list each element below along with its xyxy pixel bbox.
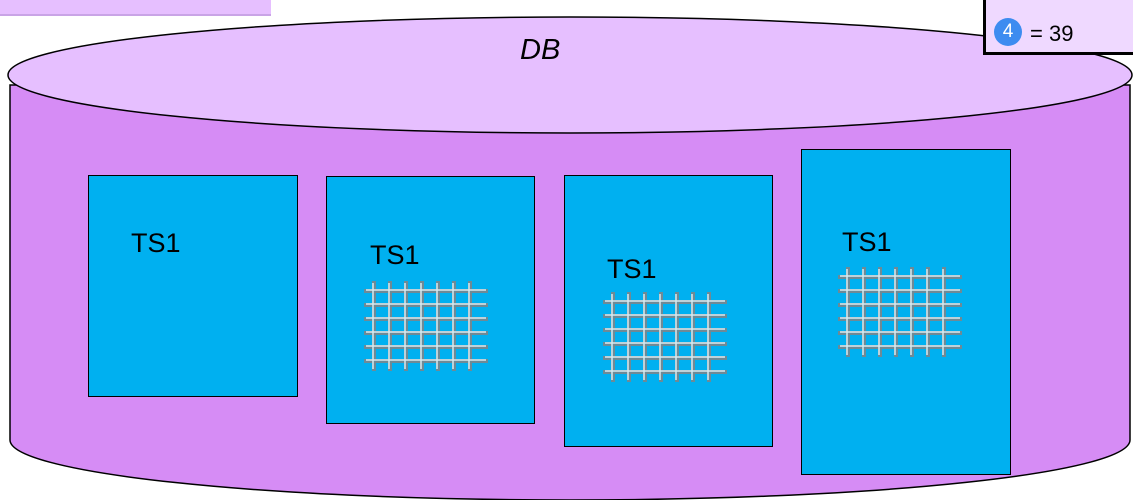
tablespace-4-label: TS1 [842, 227, 892, 257]
top-left-tab [0, 0, 271, 16]
step-number-badge: 4 [994, 18, 1022, 46]
step-text: = 39 [1030, 21, 1074, 46]
tablespace-1-label: TS1 [131, 228, 181, 258]
tablespace-1 [88, 175, 298, 397]
tablespace-2 [326, 176, 535, 424]
cylinder-top [7, 16, 1133, 134]
tablespace-2-label: TS1 [370, 240, 420, 270]
tablespace-3 [564, 175, 773, 447]
tablespace-4 [801, 149, 1011, 475]
tablespace-3-label: TS1 [607, 254, 657, 284]
step-callout: 4 = 39 [983, 0, 1133, 55]
db-label: DB [520, 34, 561, 66]
